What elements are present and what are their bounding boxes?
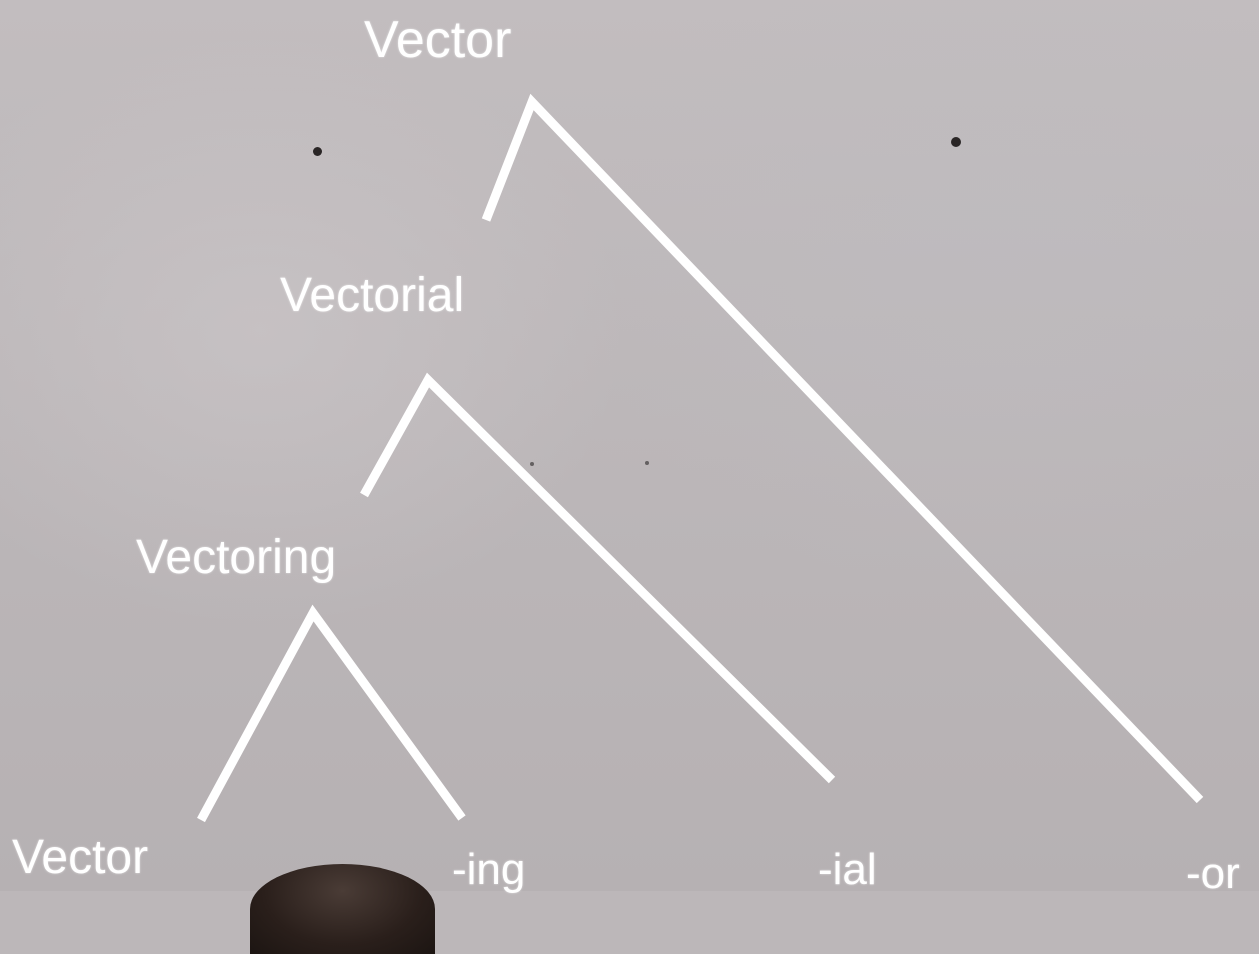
label-suffix-ing: -ing (452, 845, 526, 894)
screen-speck (313, 147, 322, 156)
label-vectoring: Vectoring (136, 531, 337, 584)
morphology-tree (197, 93, 1204, 823)
tree-branch-vector-top (481, 93, 1204, 804)
label-vectorial: Vectorial (280, 269, 465, 322)
label-vector-root: Vector (12, 831, 149, 884)
screen-speck (530, 462, 534, 466)
screen-speck (645, 461, 649, 465)
projection-screen (0, 0, 1259, 891)
screen-speck (951, 137, 961, 147)
audience-head (250, 864, 435, 954)
label-suffix-or: -or (1186, 849, 1240, 898)
label-vector-top: Vector (364, 11, 512, 69)
label-suffix-ial: -ial (818, 845, 877, 894)
tree-branch-vectorial (360, 372, 836, 784)
tree-branch-vectoring (197, 604, 466, 823)
